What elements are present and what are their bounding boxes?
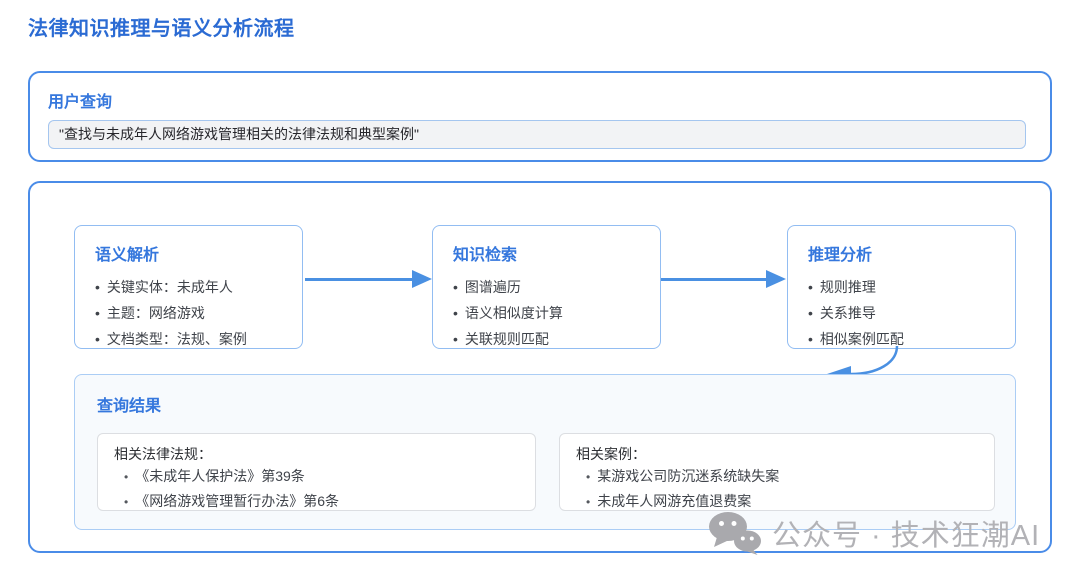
step-item: 关联规则匹配 <box>453 326 650 352</box>
query-results-panel: 查询结果 相关法律法规： 《未成年人保护法》第39条 《网络游戏管理暂行办法》第… <box>74 374 1016 530</box>
query-results-title: 查询结果 <box>97 398 162 415</box>
step-knowledge-retrieval: 知识检索 图谱遍历 语义相似度计算 关联规则匹配 <box>432 225 661 349</box>
step-item-list: 图谱遍历 语义相似度计算 关联规则匹配 <box>453 274 650 352</box>
step-item-list: 规则推理 关系推导 相似案例匹配 <box>808 274 1005 352</box>
related-laws-list: 《未成年人保护法》第39条 《网络游戏管理暂行办法》第6条 <box>114 464 521 510</box>
related-laws-group: 相关法律法规： 《未成年人保护法》第39条 《网络游戏管理暂行办法》第6条 <box>97 433 536 511</box>
step-item: 图谱遍历 <box>453 274 650 300</box>
step-item-list: 关键实体：未成年人 主题：网络游戏 文档类型：法规、案例 <box>95 274 292 352</box>
step-item: 语义相似度计算 <box>453 300 650 326</box>
step-title: 知识检索 <box>453 247 518 264</box>
case-item: 某游戏公司防沉迷系统缺失案 <box>576 464 980 489</box>
related-cases-group: 相关案例： 某游戏公司防沉迷系统缺失案 未成年人网游充值退费案 <box>559 433 995 511</box>
related-cases-list: 某游戏公司防沉迷系统缺失案 未成年人网游充值退费案 <box>576 464 980 510</box>
arrow-step1-step2 <box>305 278 415 281</box>
law-item: 《网络游戏管理暂行办法》第6条 <box>114 489 521 510</box>
user-query-card: 用户查询 "查找与未成年人网络游戏管理相关的法律法规和典型案例" <box>28 71 1052 162</box>
user-query-label: 用户查询 <box>48 94 113 111</box>
case-item: 未成年人网游充值退费案 <box>576 489 980 510</box>
arrowhead-step1-step2-icon <box>412 270 432 288</box>
step-item: 关系推导 <box>808 300 1005 326</box>
law-item: 《未成年人保护法》第39条 <box>114 464 521 489</box>
user-query-input[interactable]: "查找与未成年人网络游戏管理相关的法律法规和典型案例" <box>48 120 1026 149</box>
watermark-text: 公众号 · 技术狂潮AI <box>772 520 1041 552</box>
step-reasoning-analysis: 推理分析 规则推理 关系推导 相似案例匹配 <box>787 225 1016 349</box>
step-item: 关键实体：未成年人 <box>95 274 292 300</box>
related-cases-title: 相关案例： <box>576 446 646 462</box>
step-item: 规则推理 <box>808 274 1005 300</box>
step-item: 相似案例匹配 <box>808 326 1005 352</box>
watermark: 公众号 · 技术狂潮AI <box>708 511 1040 555</box>
related-laws-title: 相关法律法规： <box>114 446 212 462</box>
step-semantic-parsing: 语义解析 关键实体：未成年人 主题：网络游戏 文档类型：法规、案例 <box>74 225 303 349</box>
step-title: 语义解析 <box>95 247 160 264</box>
arrow-step2-step3 <box>661 278 768 281</box>
page-title: 法律知识推理与语义分析流程 <box>28 18 295 40</box>
arrowhead-step2-step3-icon <box>766 270 786 288</box>
step-item: 主题：网络游戏 <box>95 300 292 326</box>
step-title: 推理分析 <box>808 247 873 264</box>
wechat-icon <box>709 512 761 555</box>
flow-card: 语义解析 关键实体：未成年人 主题：网络游戏 文档类型：法规、案例 知识检索 图… <box>28 181 1052 553</box>
step-item: 文档类型：法规、案例 <box>95 326 292 352</box>
